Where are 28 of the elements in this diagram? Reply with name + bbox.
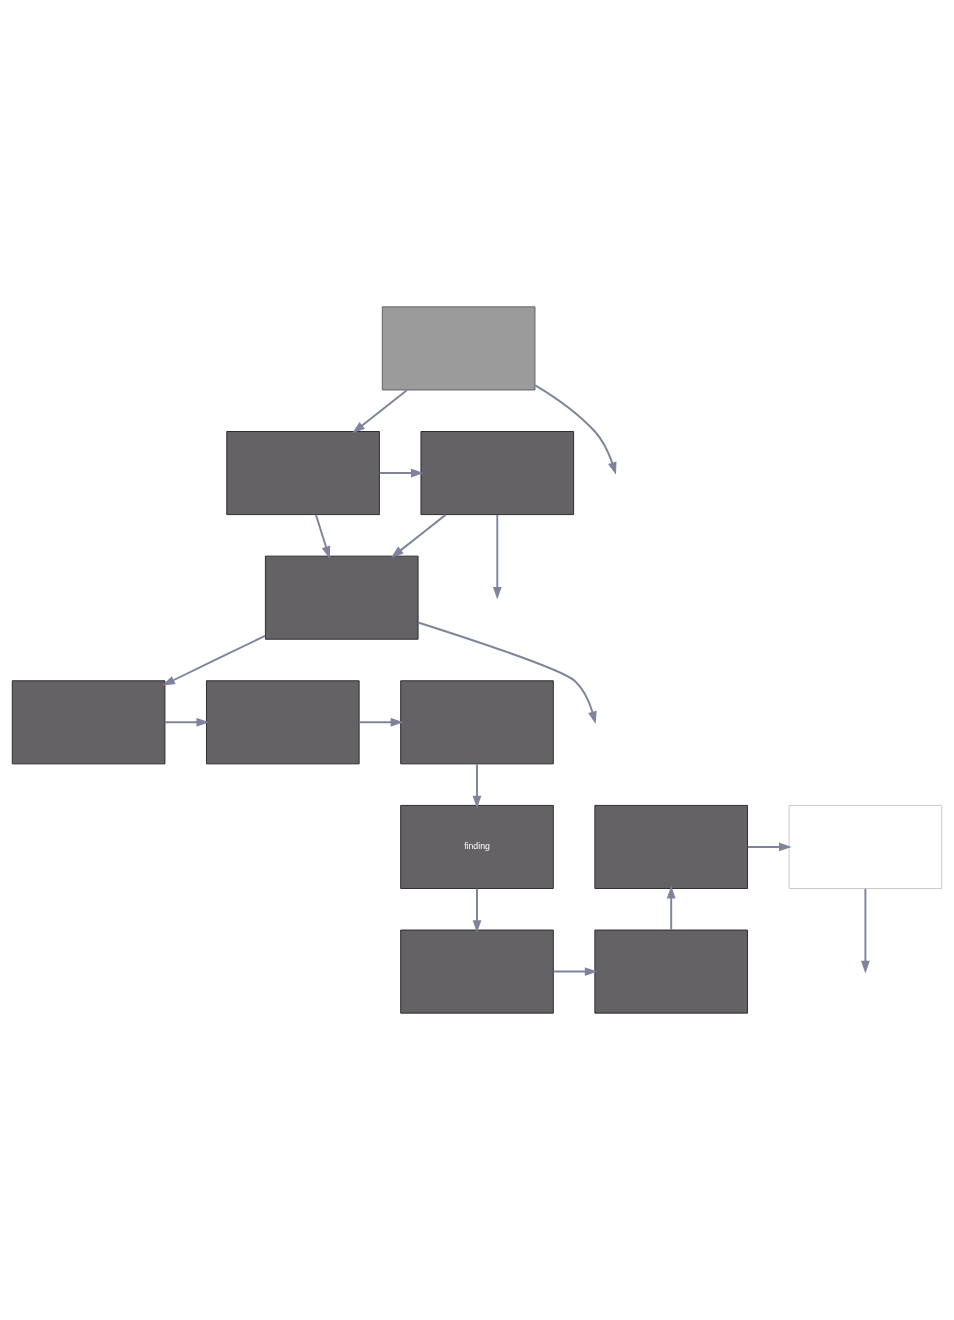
arrow (666, 885, 676, 931)
node-box (594, 804, 748, 889)
arrow (472, 763, 482, 809)
node-box (594, 929, 748, 1014)
arrow (534, 384, 617, 475)
arrow (358, 717, 404, 727)
arrow (162, 634, 267, 686)
arrow (164, 717, 210, 727)
node-box: finding (400, 804, 554, 889)
node-box (206, 680, 360, 765)
arrow (391, 513, 447, 558)
arrow (552, 967, 598, 976)
node-box (226, 431, 380, 516)
node-box (11, 680, 166, 765)
node-box (788, 804, 943, 889)
node-box (400, 680, 554, 765)
arrow (492, 513, 502, 600)
arrow (417, 621, 597, 725)
node-box (381, 306, 536, 391)
node-box (400, 929, 554, 1014)
arrow (315, 513, 331, 559)
node-box (420, 431, 575, 516)
arrow (352, 389, 408, 434)
arrow (472, 887, 482, 933)
node-box (264, 555, 419, 640)
arrow (861, 887, 870, 974)
arrow (746, 842, 792, 852)
arrow (378, 468, 424, 478)
